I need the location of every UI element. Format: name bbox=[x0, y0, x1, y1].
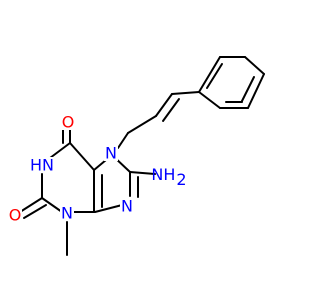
nitrogen-label: N bbox=[61, 204, 73, 223]
nitrogen-label: N bbox=[121, 197, 133, 216]
label-bg bbox=[120, 198, 134, 214]
label-bg bbox=[60, 205, 74, 221]
bond bbox=[244, 56, 265, 75]
purine-core bbox=[19, 121, 156, 256]
bond-double bbox=[23, 204, 47, 219]
bond bbox=[171, 91, 200, 95]
bond bbox=[117, 132, 129, 149]
label-bg bbox=[156, 164, 186, 184]
bond-double bbox=[19, 197, 43, 213]
bond bbox=[41, 197, 63, 213]
bond bbox=[198, 91, 221, 109]
label-bg bbox=[8, 207, 22, 223]
bond bbox=[49, 142, 71, 159]
label-bg bbox=[61, 114, 75, 130]
atom-labels: O O HN N N N NH2 bbox=[8, 113, 187, 225]
amino-text: NH bbox=[151, 165, 175, 184]
molecule-structure: O O HN N N N NH2 bbox=[8, 56, 265, 256]
bond-inner bbox=[241, 76, 255, 102]
bond-double bbox=[162, 98, 180, 122]
oxygen-label: O bbox=[62, 113, 75, 132]
nh-label: HN bbox=[30, 156, 54, 175]
bond bbox=[69, 142, 95, 171]
bond-double bbox=[155, 93, 173, 117]
label-bg bbox=[104, 145, 118, 161]
bond bbox=[247, 73, 265, 109]
phenyl-ring bbox=[198, 56, 265, 109]
bond bbox=[127, 115, 157, 134]
amino-label: NH2 bbox=[151, 165, 186, 189]
nitrogen-label: N bbox=[105, 144, 117, 163]
propenyl-chain bbox=[117, 91, 200, 149]
bond-inner bbox=[206, 63, 223, 89]
label-bg bbox=[30, 157, 54, 173]
bond bbox=[198, 56, 221, 93]
amino-subscript: 2 bbox=[176, 170, 186, 189]
oxygen-label: O bbox=[9, 206, 22, 225]
bond bbox=[129, 171, 156, 175]
